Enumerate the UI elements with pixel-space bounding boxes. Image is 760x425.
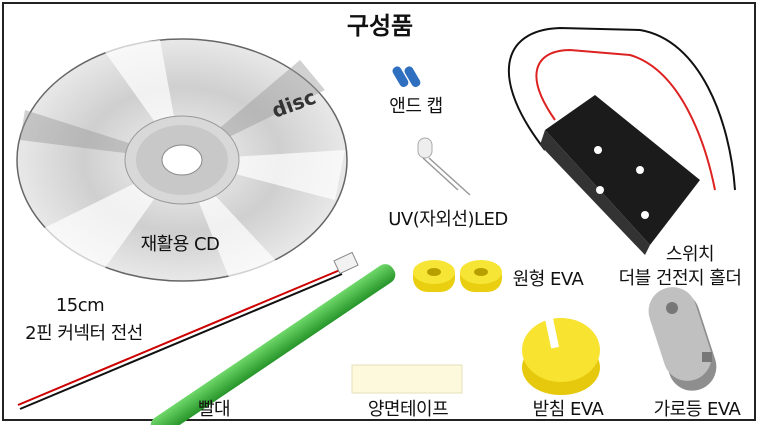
streetlight-eva-label: 가로등 EVA xyxy=(653,399,741,420)
uv-led-image xyxy=(417,137,471,196)
round-eva-label: 원형 EVA xyxy=(512,269,584,290)
battery-holder-image xyxy=(507,26,736,255)
tape-image xyxy=(351,364,463,394)
straw-label: 빨대 xyxy=(197,399,231,420)
battery-holder-label-1: 스위치 xyxy=(665,244,715,265)
cd-image: disc xyxy=(16,38,348,282)
battery-holder-label-2: 더블 건전지 홀더 xyxy=(618,268,742,289)
stand-eva-label: 받침 EVA xyxy=(532,399,604,420)
cable-image xyxy=(17,251,359,410)
page-title: 구성품 xyxy=(346,12,414,40)
uv-led-label: UV(자외선)LED xyxy=(388,209,508,230)
straw-image xyxy=(150,264,396,425)
border-frame xyxy=(2,2,756,421)
cable-label-1: 15cm xyxy=(55,295,105,316)
stand-eva-image xyxy=(522,317,600,395)
cd-label: 재활용 CD xyxy=(140,234,220,255)
end-cap-label: 앤드 캡 xyxy=(389,96,443,117)
streetlight-eva-image xyxy=(648,287,717,391)
cable-label-2: 2핀 커넥터 전선 xyxy=(25,323,143,344)
end-cap-image xyxy=(392,66,421,88)
round-eva-image xyxy=(413,260,502,292)
tape-label: 양면테이프 xyxy=(367,399,449,420)
